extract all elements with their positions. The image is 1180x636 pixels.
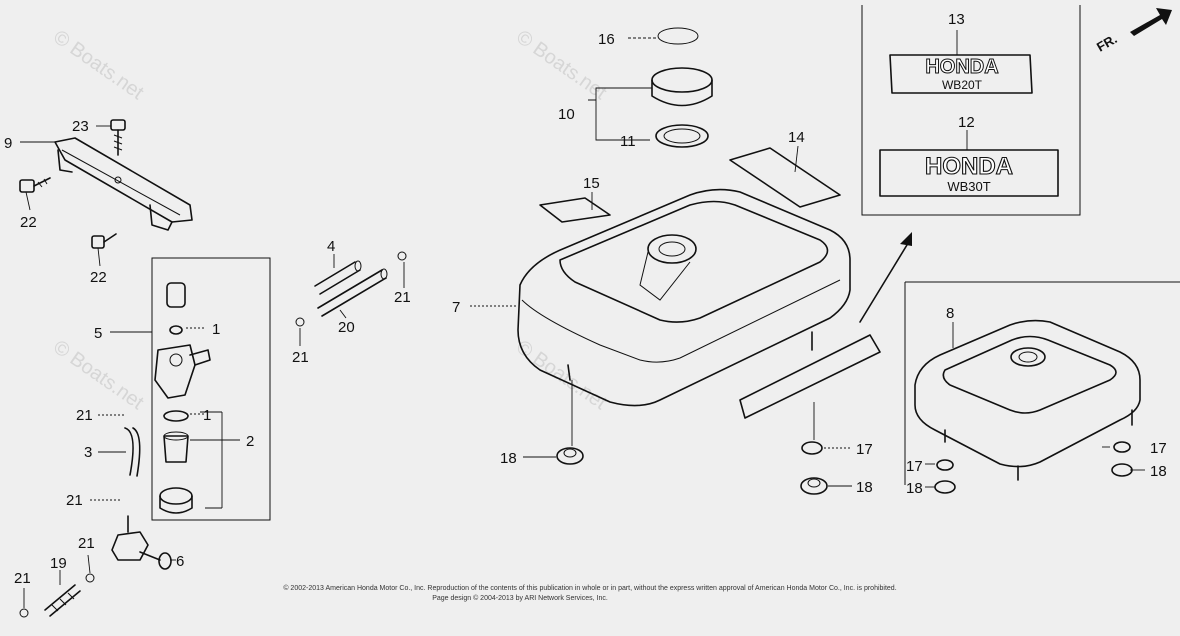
leader-lines bbox=[20, 30, 1145, 608]
bolt-22-lower bbox=[91, 233, 117, 249]
callout-17-right-a: 17 bbox=[906, 458, 923, 475]
callouts: 9 23 22 22 5 1 21 1 2 3 21 21 6 19 21 4 … bbox=[4, 11, 1167, 587]
callout-12: 12 bbox=[958, 114, 975, 131]
fuel-tank-alt bbox=[914, 319, 1141, 481]
callout-21-d: 21 bbox=[14, 570, 31, 587]
callout-8: 8 bbox=[946, 305, 954, 322]
callout-16: 16 bbox=[598, 31, 615, 48]
callout-19: 19 bbox=[50, 555, 67, 572]
callout-5: 5 bbox=[94, 325, 102, 342]
decal-panel: HONDA WB20T HONDA WB30T bbox=[861, 5, 1081, 216]
callout-18-right-b: 18 bbox=[1150, 463, 1167, 480]
callout-21-a: 21 bbox=[76, 407, 93, 424]
callout-14: 14 bbox=[788, 129, 805, 146]
callout-6: 6 bbox=[176, 553, 184, 570]
callout-22-upper: 22 bbox=[20, 214, 37, 231]
fuel-tank-main bbox=[517, 188, 851, 407]
decal-wb30-brand: HONDA bbox=[925, 153, 1013, 180]
callout-4: 4 bbox=[327, 238, 335, 255]
callout-18-center: 18 bbox=[500, 450, 517, 467]
callout-22-lower: 22 bbox=[90, 269, 107, 286]
pointer-arrow bbox=[859, 232, 912, 323]
fuel-cap-set bbox=[651, 27, 713, 148]
fuel-valve bbox=[154, 282, 211, 514]
bolt-22-upper bbox=[19, 177, 51, 193]
alt-tank-panel bbox=[904, 281, 1180, 485]
callout-3: 3 bbox=[84, 444, 92, 461]
callout-17-right-b: 17 bbox=[1150, 440, 1167, 457]
callout-18-right-a: 18 bbox=[906, 480, 923, 497]
watermark-3: © Boats.net bbox=[49, 336, 148, 414]
callout-21-e: 21 bbox=[394, 289, 411, 306]
warning-labels bbox=[539, 147, 881, 419]
copyright-footer: © 2002-2013 American Honda Motor Co., In… bbox=[283, 584, 896, 602]
callout-1-lower: 1 bbox=[203, 407, 211, 424]
callout-21-f: 21 bbox=[292, 349, 309, 366]
callout-1-upper: 1 bbox=[212, 321, 220, 338]
tubes-4-20 bbox=[314, 260, 388, 317]
bolt-23 bbox=[110, 119, 126, 156]
fuel-tube bbox=[124, 427, 141, 477]
watermark-4: © Boats.net bbox=[512, 336, 611, 414]
tube-clips bbox=[19, 251, 407, 618]
callout-11: 11 bbox=[620, 133, 636, 150]
watermark-1: © Boats.net bbox=[49, 26, 148, 104]
callout-15: 15 bbox=[583, 175, 600, 192]
callout-23: 23 bbox=[72, 118, 89, 135]
tank-nuts-right bbox=[934, 441, 1133, 494]
fuel-tank-bracket bbox=[54, 137, 193, 231]
callout-2: 2 bbox=[246, 433, 254, 450]
tank-nuts-center bbox=[556, 441, 828, 495]
callout-17-center: 17 bbox=[856, 441, 873, 458]
decal-wb20-brand: HONDA bbox=[925, 56, 998, 78]
callout-9: 9 bbox=[4, 135, 12, 152]
decal-wb20-model: WB20T bbox=[942, 78, 983, 92]
fuel-valve-assembly-frame bbox=[151, 257, 271, 521]
joint-19 bbox=[44, 584, 81, 617]
callout-18-lower: 18 bbox=[856, 479, 873, 496]
callout-13: 13 bbox=[948, 11, 965, 28]
decal-wb30-model: WB30T bbox=[947, 179, 990, 194]
callout-7: 7 bbox=[452, 299, 460, 316]
copyright-line-1: © 2002-2013 American Honda Motor Co., In… bbox=[283, 584, 896, 592]
direction-label: FR. bbox=[1094, 31, 1120, 54]
copyright-line-2: Page design © 2004-2013 by ARI Network S… bbox=[432, 594, 608, 602]
callout-21-b: 21 bbox=[66, 492, 83, 509]
direction-arrow-icon bbox=[1130, 8, 1172, 36]
callout-10: 10 bbox=[558, 106, 575, 123]
callout-20: 20 bbox=[338, 319, 355, 336]
callout-21-c: 21 bbox=[78, 535, 95, 552]
fuel-strainer bbox=[111, 515, 172, 570]
direction-indicator: FR. bbox=[1094, 8, 1172, 55]
